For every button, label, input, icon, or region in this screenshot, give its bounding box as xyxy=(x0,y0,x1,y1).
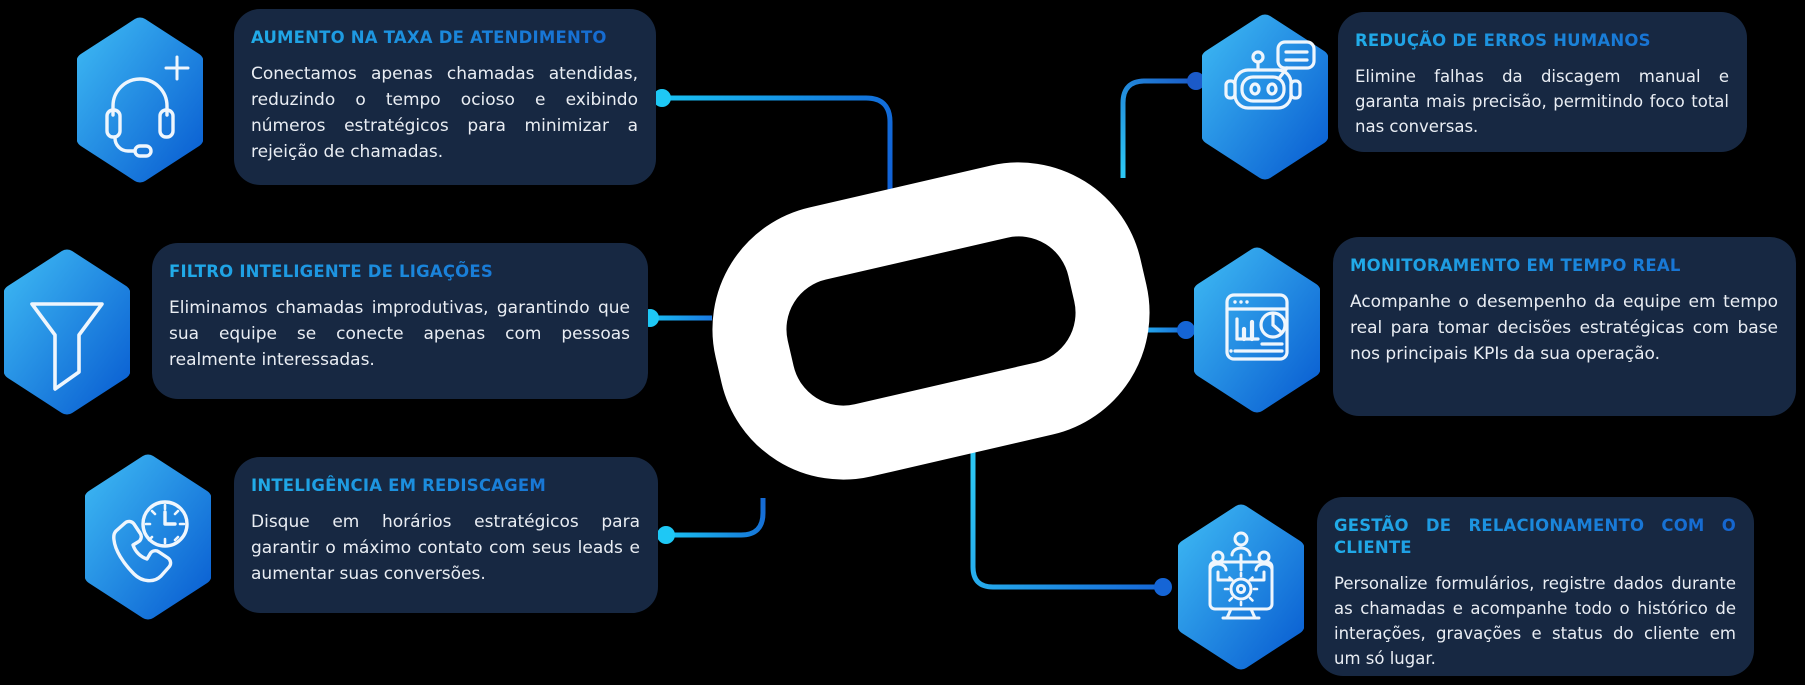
connector-dot-3 xyxy=(657,526,675,544)
card-aumento-taxa-atendimento: AUMENTO NA TAXA DE ATENDIMENTO Conectamo… xyxy=(234,9,656,185)
card-reducao-erros-humanos: REDUÇÃO DE ERROS HUMANOS Elimine falhas … xyxy=(1338,12,1747,152)
connector-line-1 xyxy=(662,95,893,200)
dashboard-analytics-icon xyxy=(1194,247,1320,413)
robot-chat-icon xyxy=(1202,14,1328,180)
connector-line-4 xyxy=(1120,78,1196,178)
card-body: Eliminamos chamadas improdutivas, garant… xyxy=(169,298,630,370)
crm-people-gear-icon xyxy=(1178,504,1304,670)
card-title: MONITORAMENTO EM TEMPO REAL xyxy=(1350,255,1778,277)
connector-dot-1 xyxy=(653,89,671,107)
connector-dot-6 xyxy=(1154,578,1172,596)
card-body: Personalize formulários, registre dados … xyxy=(1334,574,1736,668)
card-monitoramento-tempo-real: MONITORAMENTO EM TEMPO REAL Acompanhe o … xyxy=(1333,237,1796,416)
card-body: Elimine falhas da discagem manual e gara… xyxy=(1355,67,1729,136)
card-title: REDUÇÃO DE ERROS HUMANOS xyxy=(1355,30,1729,52)
card-body: Disque em horários estratégicos para gar… xyxy=(251,512,640,584)
card-filtro-inteligente-ligacoes: FILTRO INTELIGENTE DE LIGAÇÕES Eliminamo… xyxy=(152,243,648,399)
card-title: GESTÃO DE RELACIONAMENTO COM O CLIENTE xyxy=(1334,516,1736,557)
funnel-icon xyxy=(4,249,130,415)
card-title: AUMENTO NA TAXA DE ATENDIMENTO xyxy=(251,27,638,49)
connector-line-3 xyxy=(666,498,766,538)
connector-dot-5 xyxy=(1177,321,1195,339)
card-title: FILTRO INTELIGENTE DE LIGAÇÕES xyxy=(169,261,630,283)
headset-plus-icon xyxy=(77,17,203,183)
phone-clock-icon xyxy=(85,454,211,620)
connector-dot-4 xyxy=(1187,72,1205,90)
connector-line-6 xyxy=(970,450,1163,590)
card-inteligencia-rediscagem: INTELIGÊNCIA EM REDISCAGEM Disque em hor… xyxy=(234,457,658,613)
card-gestao-relacionamento-cliente: GESTÃO DE RELACIONAMENTO COM O CLIENTE P… xyxy=(1317,497,1754,676)
card-body: Acompanhe o desempenho da equipe em temp… xyxy=(1350,292,1778,364)
card-title: INTELIGÊNCIA EM REDISCAGEM xyxy=(251,475,640,497)
card-body: Conectamos apenas chamadas atendidas, re… xyxy=(251,64,638,162)
